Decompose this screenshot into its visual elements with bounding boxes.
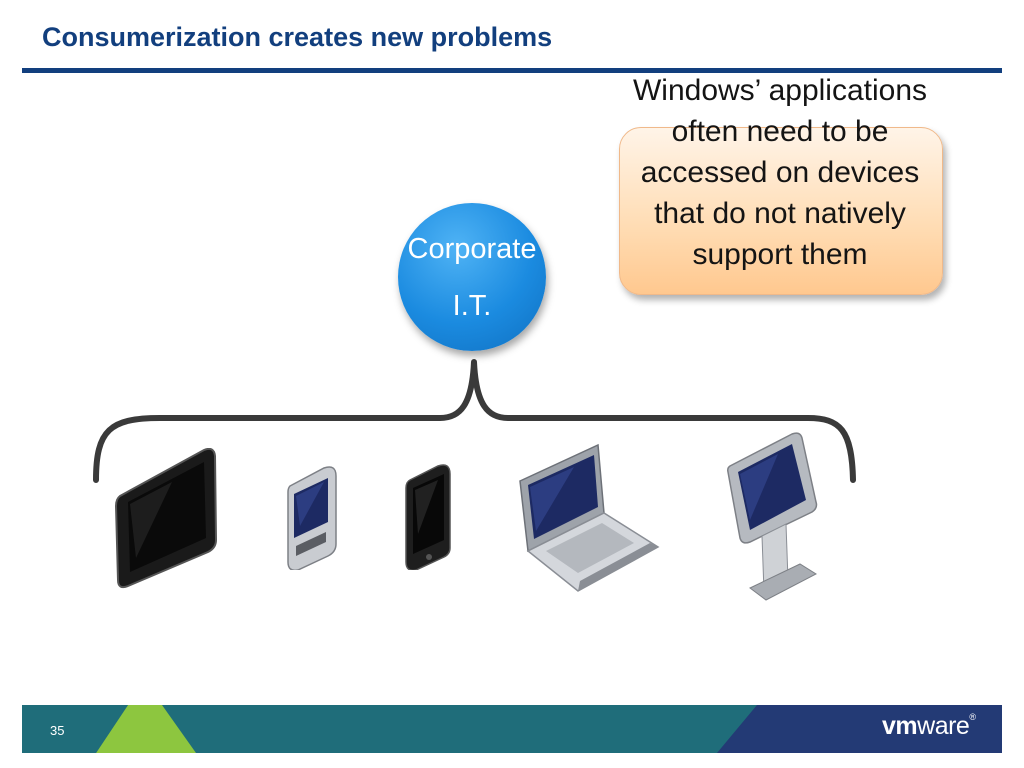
slide-title: Consumerization creates new problems (42, 22, 553, 52)
title-divider (22, 68, 1002, 73)
slide-number: 35 (50, 723, 65, 738)
laptop-icon (519, 443, 660, 592)
tablet-icon (114, 448, 218, 589)
logo-bold-part: vm (882, 712, 918, 740)
pda-icon (287, 466, 337, 570)
footer-bar (22, 705, 1002, 753)
corporate-label: Corporate (407, 233, 537, 265)
callout-box (619, 127, 943, 295)
logo-light-part: ware (917, 712, 970, 740)
vmware-logo: vmware® (882, 712, 976, 741)
corporate-it-node (398, 203, 546, 351)
callout-text: Windows’ applications often need to be a… (632, 74, 928, 271)
kiosk-icon (727, 432, 818, 601)
logo-registered-mark: ® (969, 712, 976, 722)
it-label: I.T. (452, 290, 492, 322)
smartphone-icon (405, 464, 451, 570)
